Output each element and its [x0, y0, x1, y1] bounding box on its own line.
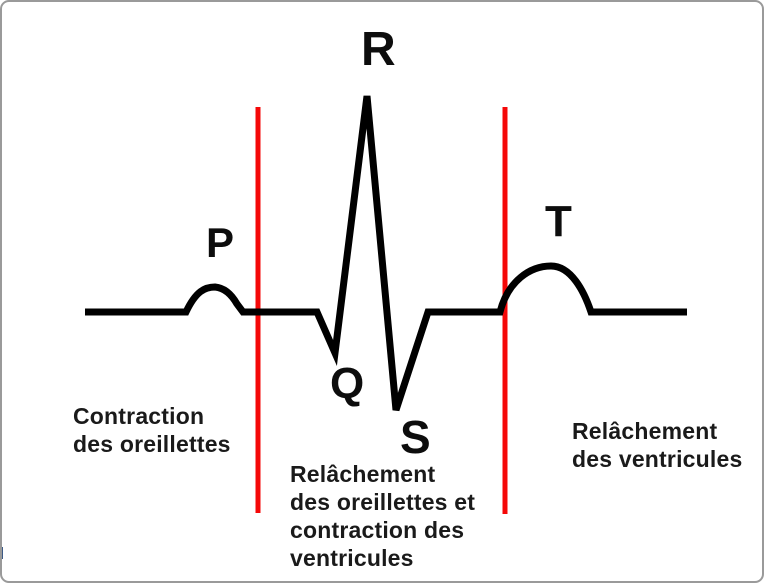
caption-left-line: des oreillettes	[73, 431, 231, 457]
left-edge-mark-3	[2, 547, 3, 559]
caption-right-line: des ventricules	[572, 446, 743, 472]
left-edge-top-mark	[0, 14, 2, 22]
left-edge-mark-2	[0, 445, 2, 454]
ecg-waveform	[85, 95, 687, 412]
wave-label-q: Q	[330, 359, 365, 408]
caption-right-line: Relâchement	[572, 418, 718, 444]
wave-label-r: R	[361, 23, 396, 76]
wave-label-p: P	[206, 219, 235, 266]
left-edge-mark-1	[0, 328, 2, 337]
caption-middle-line: des oreillettes et	[290, 489, 476, 515]
wave-label-s: S	[400, 411, 431, 463]
caption-middle-line: contraction des	[290, 517, 465, 543]
caption-middle-line: Relâchement	[290, 461, 436, 487]
wave-label-t: T	[545, 197, 572, 246]
caption-middle-line: ventricules	[290, 545, 414, 571]
caption-left-line: Contraction	[73, 403, 205, 429]
